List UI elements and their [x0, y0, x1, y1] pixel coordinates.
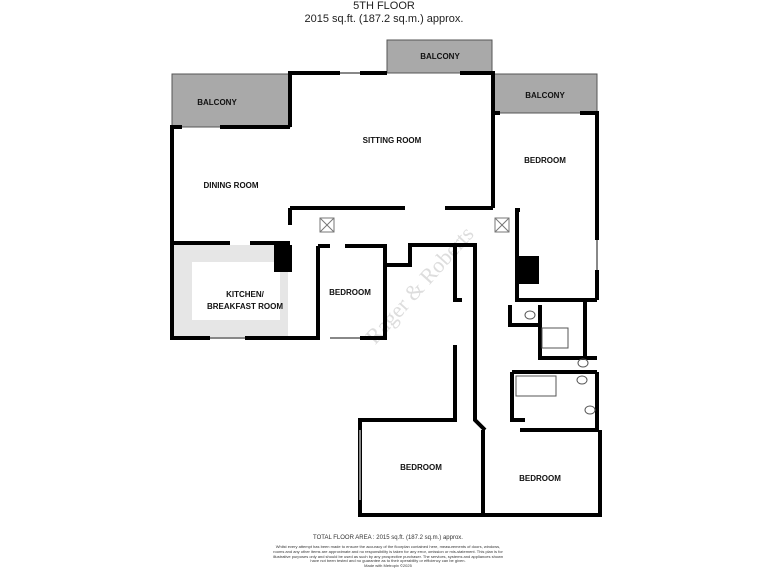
windows — [210, 72, 598, 500]
sitting-room-label: SITTING ROOM — [363, 136, 422, 145]
toilet-icons — [515, 310, 596, 415]
watermark: Rager & Roberts — [360, 221, 478, 349]
walls — [170, 71, 602, 517]
balcony-right — [492, 73, 598, 114]
made-with: Made with Metropix ©2025 — [364, 563, 412, 569]
bedroom-right-label: BEDROOM — [524, 156, 566, 165]
balcony-left — [171, 73, 291, 128]
bedroom-small-label: BEDROOM — [329, 288, 371, 297]
kitchen-label-2: BREAKFAST ROOM — [207, 302, 283, 311]
floor-title: 5TH FLOOR — [353, 0, 415, 12]
balcony-right-label: BALCONY — [525, 91, 565, 100]
balcony-top — [386, 39, 493, 74]
balcony-left-label: BALCONY — [197, 98, 237, 107]
disclaimer-text: Whilst every attempt has been made to en… — [272, 544, 504, 564]
kitchen-label-1: KITCHEN/ — [226, 290, 265, 299]
skylight-icons — [319, 217, 510, 233]
floor-area: 2015 sq.ft. (187.2 sq.m.) approx. — [304, 13, 464, 25]
chimney-breast — [274, 244, 290, 272]
cupboard-block — [517, 256, 539, 284]
kitchen-floor — [192, 262, 280, 320]
kitchen-counter — [174, 278, 192, 338]
balcony-top-label: BALCONY — [420, 52, 460, 61]
dining-room-label: DINING ROOM — [203, 181, 258, 190]
bedroom-bottom-right-label: BEDROOM — [519, 474, 561, 483]
disclaimer: Whilst every attempt has been made to en… — [270, 544, 506, 569]
bedroom-bottom-label: BEDROOM — [400, 463, 442, 472]
total-floor-area: TOTAL FLOOR AREA : 2015 sq.ft. (187.2 sq… — [313, 535, 463, 541]
